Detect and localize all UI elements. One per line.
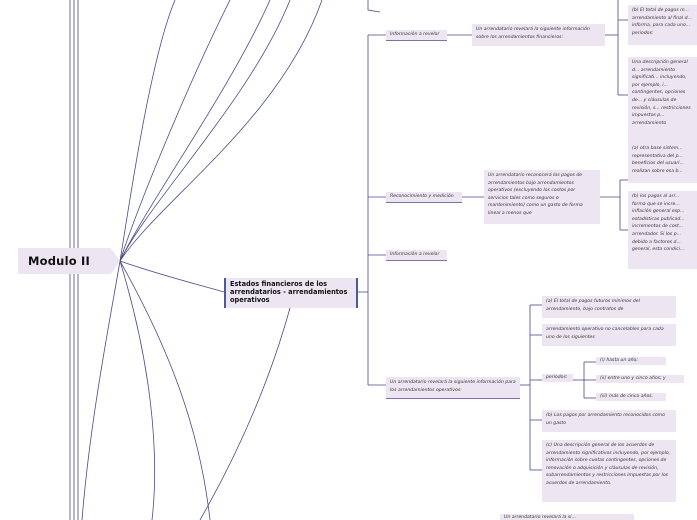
node-reveal-a2[interactable]: arrendamiento operativo no cancelables p…: [542, 324, 676, 346]
node-label: Reconocimiento y medición: [390, 194, 454, 199]
connector: [119, 0, 231, 262]
node-reveal-a[interactable]: (a) El total de pagos futuros mínimos de…: [542, 296, 676, 318]
node-label: Un arrendatario revelará la si...: [504, 515, 576, 520]
node-label: (b) Los pagos por arrendamiento reconoci…: [546, 413, 665, 426]
node-recon-b[interactable]: (b) los pagos al arr... forma que se inc…: [628, 191, 697, 269]
node-period-3[interactable]: (iii) más de cinco años.: [596, 393, 666, 401]
node-info-revelar-top[interactable]: Información a revelar: [386, 30, 447, 41]
connector: [119, 0, 271, 262]
node-label: Información a revelar: [390, 32, 440, 37]
node-label: (iii) más de cinco años.: [600, 394, 654, 399]
connector: [119, 0, 176, 262]
connector: [119, 260, 225, 293]
node-reveal-b[interactable]: (b) Los pagos por arrendamiento reconoci…: [542, 410, 676, 432]
connector: [81, 260, 121, 520]
node-period-1[interactable]: (i) hasta un año;: [596, 357, 666, 365]
node-label: (ii) entre uno y cinco años; y: [600, 376, 666, 381]
main-label: Estados financieros de los arrendatarios…: [230, 280, 348, 304]
connector: [199, 307, 291, 520]
node-label: periodos:: [546, 375, 568, 380]
root-node-modulo-ii[interactable]: Modulo II: [18, 248, 120, 274]
node-label: Un arrendatario revelará la siguiente in…: [476, 27, 590, 40]
node-periodos[interactable]: periodos:: [542, 374, 573, 382]
connector: [119, 260, 211, 520]
node-label: Un arrendatario revelará la siguiente in…: [390, 380, 516, 393]
node-label: arrendamiento operativo no cancelables p…: [546, 327, 664, 340]
connector: [119, 0, 323, 262]
node-bottom[interactable]: Un arrendatario revelará la si...: [500, 514, 634, 520]
node-recon-a[interactable]: (a) otra base sistem... representativa d…: [628, 143, 697, 183]
node-c-text-top[interactable]: Una descripción general d... arrendamien…: [628, 57, 697, 153]
node-label: (a) otra base sistem... representativa d…: [632, 146, 684, 174]
node-label: (b) El total de pagos m... arrendamiento…: [632, 8, 692, 36]
connector: [119, 260, 156, 520]
node-b-text-top[interactable]: (b) El total de pagos m... arrendamiento…: [628, 5, 697, 45]
connector: [367, 0, 381, 13]
node-reconocimiento[interactable]: Reconocimiento y medición: [386, 192, 462, 203]
node-reveal-c[interactable]: (c) Una descripción general de los acuer…: [542, 440, 676, 502]
node-label: (a) El total de pagos futuros mínimos de…: [546, 299, 640, 312]
node-info-text-top[interactable]: Un arrendatario revelará la siguiente in…: [472, 24, 605, 46]
connector: [119, 0, 291, 262]
node-info-revelar[interactable]: Información a revelar: [386, 250, 447, 261]
node-label: Información a revelar: [390, 252, 440, 257]
node-label: Un arrendatario reconocerá los pagos de …: [488, 173, 583, 216]
node-reveal-operativos[interactable]: Un arrendatario revelará la siguiente in…: [386, 377, 520, 399]
node-label: (i) hasta un año;: [600, 358, 638, 363]
node-period-2[interactable]: (ii) entre uno y cinco años; y: [596, 375, 684, 383]
node-label: (b) los pagos al arr... forma que se inc…: [632, 194, 685, 253]
node-recon-text[interactable]: Un arrendatario reconocerá los pagos de …: [484, 170, 600, 224]
node-label: (c) Una descripción general de los acuer…: [546, 443, 671, 486]
main-node-estados-financieros[interactable]: Estados financieros de los arrendatarios…: [224, 278, 358, 308]
node-label: Una descripción general d... arrendamien…: [632, 60, 691, 126]
root-label: Modulo II: [28, 254, 90, 268]
